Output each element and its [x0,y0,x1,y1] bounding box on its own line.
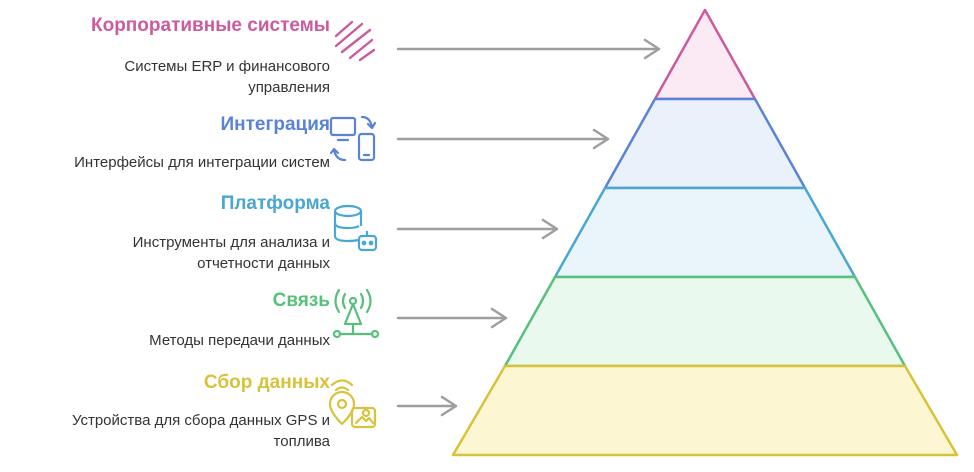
enterprise-systems-icon [334,20,376,62]
pyramid-tier-5 [451,364,959,457]
arrow-5 [396,395,458,417]
level-5: Сбор данных Устройства для сбора данных … [0,366,330,466]
gps-location-icon [328,379,377,429]
level-2: Интеграция Интерфейсы для интеграции сис… [0,100,330,190]
level-description: Системы ERP и финансового управления [124,58,330,96]
level-description: Устройства для сбора данных GPS и топлив… [71,412,330,450]
level-description: Инструменты для анализа и отчетности дан… [132,234,330,272]
arrow-1 [396,38,661,60]
level-title: Интеграция [220,114,330,135]
antenna-network-icon [332,288,380,339]
level-description: Интерфейсы для интеграции систем [74,154,330,171]
arrow-2 [396,128,610,150]
pyramid-tier-4 [503,275,907,368]
arrow-3 [396,218,559,240]
level-3: Платформа Инструменты для анализа и отче… [0,190,330,280]
level-title: Связь [272,290,330,311]
level-4: Связь Методы передачи данных [0,280,330,370]
pyramid-tier-3 [553,186,857,279]
level-title: Платформа [220,193,330,214]
device-sync-icon [329,115,377,162]
pyramid-tier-2 [603,97,807,190]
pyramid-tier-1 [653,8,757,101]
level-title: Сбор данных [203,372,330,393]
level-1: Корпоративные системы Системы ERP и фина… [0,10,330,100]
arrow-4 [396,307,508,329]
level-title: Корпоративные системы [91,15,330,36]
level-description: Методы передачи данных [149,332,330,349]
database-robot-icon [333,204,378,252]
